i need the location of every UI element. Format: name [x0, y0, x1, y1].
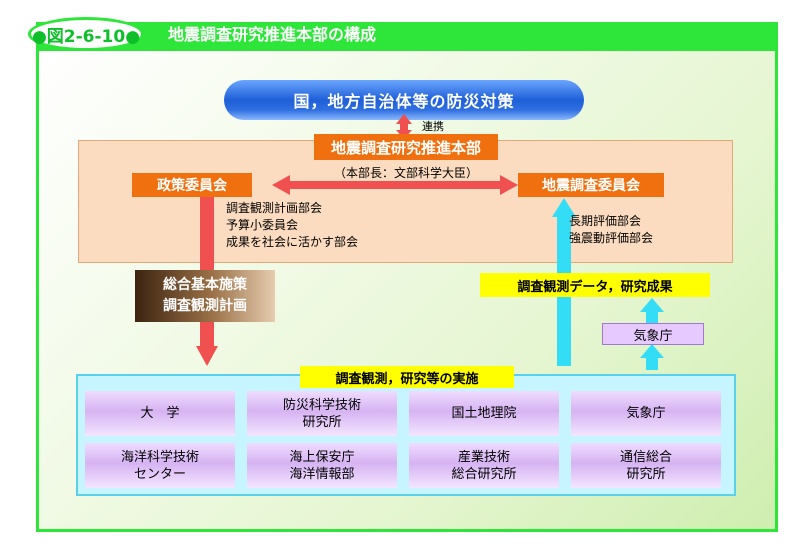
figure-title: 地震調査研究推進本部の構成	[168, 25, 377, 44]
headquarters-chief: （本部長：文部科学大臣）	[333, 166, 478, 180]
jma-up-arrow-2	[640, 344, 664, 370]
disaster-measures-label: 国，地方自治体等の防災対策	[293, 92, 515, 111]
policy-subcommittee: 予算小委員会	[226, 218, 299, 232]
jma-box: 気象庁	[602, 323, 704, 345]
basic-plan-line-1: 総合基本施策	[163, 277, 247, 293]
institution-box: 海洋科学技術 センター	[85, 443, 235, 488]
data-results-box: 調査観測データ，研究成果	[480, 273, 710, 297]
institution-name: 海洋情報部	[289, 466, 355, 482]
implementation-title: 調査観測，研究等の実施	[300, 366, 514, 388]
institution-box: 通信総合 研究所	[571, 443, 721, 488]
title-bar	[36, 22, 778, 48]
institution-name: 海洋科学技術	[120, 449, 199, 465]
policy-committee-box: 政策委員会	[132, 173, 252, 197]
basic-plan-box: 総合基本施策 調査観測計画	[135, 270, 275, 322]
basic-plan-line-2: 調査観測計画	[163, 298, 247, 314]
jma-up-arrow-1	[640, 298, 664, 324]
institution-name: 産業技術	[457, 449, 510, 465]
institution-name: センター	[133, 466, 186, 482]
institution-name: 防災科学技術	[282, 397, 361, 413]
figure-number-badge: ●図2-6-10●	[28, 17, 144, 51]
institution-name: 通信総合	[619, 449, 672, 465]
institution-name: 海上保安庁	[289, 449, 355, 465]
research-subcommittee: 長期評価部会	[569, 214, 642, 228]
research-subcommittee-list: 長期評価部会 強震動評価部会	[569, 213, 653, 247]
institution-box: 防災科学技術 研究所	[247, 391, 397, 436]
data-results-label: 調査観測データ，研究成果	[517, 279, 673, 295]
institution-box: 気象庁	[571, 391, 721, 436]
institution-name: 総合研究所	[451, 466, 517, 482]
institution-name: 研究所	[626, 466, 666, 482]
jma-label: 気象庁	[633, 328, 673, 344]
policy-subcommittee: 調査観測計画部会	[226, 201, 323, 215]
institution-box: 産業技術 総合研究所	[409, 443, 559, 488]
research-committee-label: 地震調査委員会	[542, 178, 640, 194]
institution-box: 大 学	[85, 391, 235, 436]
institution-name: 気象庁	[626, 406, 666, 421]
institution-name: 研究所	[302, 414, 342, 430]
policy-subcommittee: 成果を社会に活かす部会	[226, 235, 359, 249]
research-committee-box: 地震調査委員会	[518, 173, 664, 197]
institution-box: 国土地理院	[409, 391, 559, 436]
policy-committee-label: 政策委員会	[157, 178, 227, 194]
figure-number: ●図2-6-10●	[31, 26, 141, 47]
link-label: 連携	[422, 120, 444, 133]
policy-subcommittee-list: 調査観測計画部会 予算小委員会 成果を社会に活かす部会	[226, 200, 358, 251]
committee-double-arrow	[272, 175, 518, 195]
research-subcommittee: 強震動評価部会	[569, 231, 654, 245]
institution-box: 海上保安庁 海洋情報部	[247, 443, 397, 488]
disaster-measures-banner: 国，地方自治体等の防災対策	[224, 80, 584, 120]
institution-name: 国土地理院	[451, 406, 517, 421]
institution-name: 大 学	[140, 406, 180, 421]
headquarters-title: 地震調査研究推進本部	[314, 134, 498, 160]
